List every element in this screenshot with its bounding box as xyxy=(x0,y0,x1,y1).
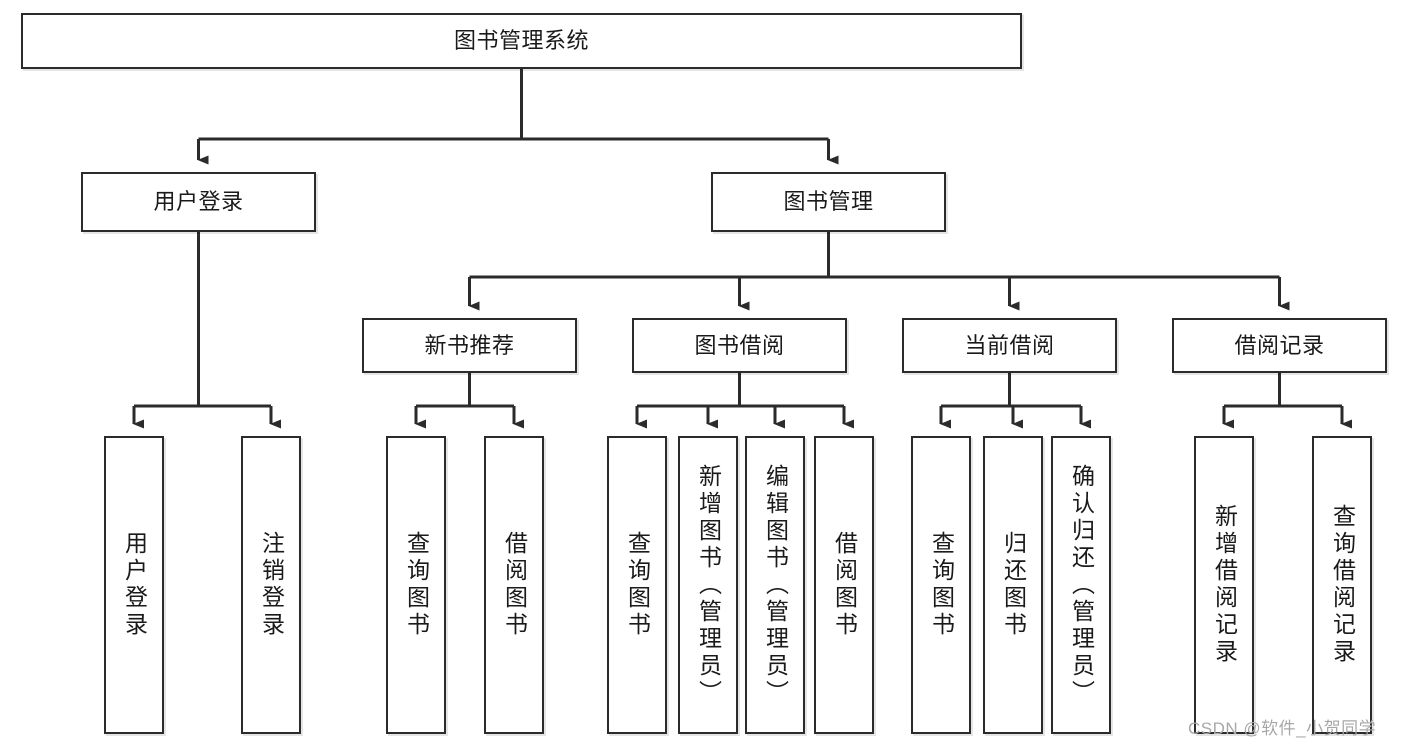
node-current-borrow[interactable]: 当前借阅 xyxy=(902,318,1117,373)
node-leaf-user-login[interactable]: 用户登录 xyxy=(104,436,164,734)
node-leaf-query-book-1[interactable]: 查询图书 xyxy=(386,436,446,734)
node-borrow-record[interactable]: 借阅记录 xyxy=(1172,318,1387,373)
node-label-leaf-query-book-1: 查询图书 xyxy=(403,531,430,639)
node-label-leaf-borrow-book-1: 借阅图书 xyxy=(501,531,528,639)
node-leaf-borrow-book-1[interactable]: 借阅图书 xyxy=(484,436,544,734)
node-label-leaf-edit-book: 编辑图书（管理员） xyxy=(762,463,789,707)
node-label-leaf-user-login: 用户登录 xyxy=(121,531,148,639)
node-label-root: 图书管理系统 xyxy=(453,28,589,54)
node-label-leaf-query-book-2: 查询图书 xyxy=(624,531,651,639)
node-leaf-query-book-2[interactable]: 查询图书 xyxy=(607,436,667,734)
node-leaf-add-record[interactable]: 新增借阅记录 xyxy=(1194,436,1254,734)
node-label-leaf-query-record: 查询借阅记录 xyxy=(1329,504,1356,666)
node-label-leaf-query-book-3: 查询图书 xyxy=(928,531,955,639)
node-label-borrow-record: 借阅记录 xyxy=(1234,332,1325,358)
node-leaf-user-logout[interactable]: 注销登录 xyxy=(241,436,301,734)
node-label-user-login: 用户登录 xyxy=(153,189,244,215)
node-label-leaf-confirm-return: 确认归还（管理员） xyxy=(1068,463,1095,707)
node-book-borrow[interactable]: 图书借阅 xyxy=(632,318,847,373)
node-book-manage[interactable]: 图书管理 xyxy=(711,172,946,232)
node-leaf-borrow-book-2[interactable]: 借阅图书 xyxy=(814,436,874,734)
node-leaf-query-book-3[interactable]: 查询图书 xyxy=(911,436,971,734)
node-leaf-add-book[interactable]: 新增图书（管理员） xyxy=(678,436,738,734)
node-label-book-borrow: 图书借阅 xyxy=(694,332,785,358)
node-leaf-return-book[interactable]: 归还图书 xyxy=(983,436,1043,734)
node-new-book-rec[interactable]: 新书推荐 xyxy=(362,318,577,373)
node-label-new-book-rec: 新书推荐 xyxy=(424,332,515,358)
csdn-watermark: CSDN @软件_小贺同学 xyxy=(1188,719,1377,738)
node-label-current-borrow: 当前借阅 xyxy=(964,332,1055,358)
node-user-login[interactable]: 用户登录 xyxy=(81,172,316,232)
node-label-book-manage: 图书管理 xyxy=(783,189,874,215)
node-label-leaf-add-book: 新增图书（管理员） xyxy=(695,463,722,707)
node-root[interactable]: 图书管理系统 xyxy=(21,13,1022,69)
node-leaf-edit-book[interactable]: 编辑图书（管理员） xyxy=(745,436,805,734)
node-label-leaf-return-book: 归还图书 xyxy=(1000,531,1027,639)
node-leaf-confirm-return[interactable]: 确认归还（管理员） xyxy=(1051,436,1111,734)
node-label-leaf-borrow-book-2: 借阅图书 xyxy=(831,531,858,639)
node-label-leaf-user-logout: 注销登录 xyxy=(258,531,285,639)
node-leaf-query-record[interactable]: 查询借阅记录 xyxy=(1312,436,1372,734)
node-label-leaf-add-record: 新增借阅记录 xyxy=(1211,504,1238,666)
